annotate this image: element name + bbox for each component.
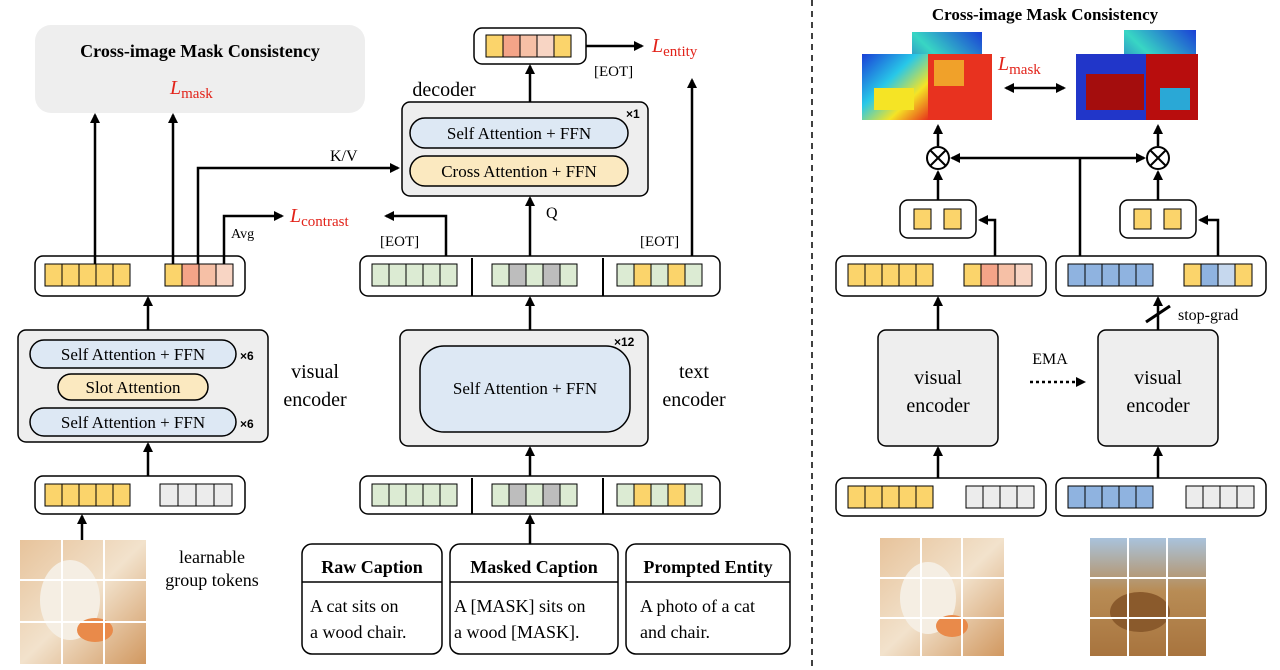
svg-text:A cat sits on: A cat sits on [310,596,399,616]
teacher-output-cells [1067,263,1253,287]
loss-contrast: Lcontrast [289,205,349,230]
eot-label-contrast: [EOT] [380,234,419,250]
decoder-output-cells [485,34,572,58]
arrow-student-group-up [978,215,997,264]
text-encoder-label-1: text [679,361,709,383]
teacher-encoder-label-2: encoder [1126,395,1190,417]
kv-label: K/V [330,148,358,165]
teacher-encoder-label-1: visual [1134,367,1182,389]
text-self-attn-label: Self Attention + FFN [453,379,597,398]
caption-masked: Masked Caption A [MASK] sits on a wood [… [449,543,619,655]
dog-image-right [1090,538,1206,656]
svg-text:A photo of a cat: A photo of a cat [640,596,755,616]
teacher-group-tokens [1119,199,1197,239]
heatmap-left [862,32,992,120]
student-output-cells [847,263,1033,287]
heatmap-right [1076,30,1198,120]
svg-text:a wood [MASK].: a wood [MASK]. [454,622,580,642]
text-repeat: ×12 [614,335,635,349]
teacher-group-cell [1163,208,1182,230]
q-label: Q [546,205,558,222]
visual-input-group-cells [159,483,233,507]
text-self-attn [419,345,631,433]
svg-text:Prompted Entity: Prompted Entity [643,557,772,577]
visual-encoder-label-left-2: encoder [283,389,347,411]
ema-label: EMA [1032,351,1068,368]
text-input-cells [371,478,703,514]
stop-grad-label: stop-grad [1178,307,1238,324]
vis-self-attn-top-label: Self Attention + FFN [61,345,205,364]
decoder-cross-attn [409,155,629,187]
visual-output-yellow-cells [44,263,131,287]
student-group-cell [913,208,932,230]
cat-image-left [20,540,146,664]
decoder-self-attn-label: Self Attention + FFN [447,124,591,143]
svg-text:Masked Caption: Masked Caption [470,557,598,577]
avg-label: Avg [231,227,254,242]
vis-self-attn-top [29,339,237,369]
text-output-cells [371,258,703,296]
cat-image-right [880,538,1004,656]
vis-repeat-bottom: ×6 [240,417,254,431]
student-group-tokens [899,199,977,239]
student-encoder-label-2: encoder [906,395,970,417]
vis-self-attn-bottom-label: Self Attention + FFN [61,413,205,432]
caption-prompted: Prompted Entity A photo of a cat and cha… [625,543,791,655]
svg-text:a wood chair.: a wood chair. [310,622,406,642]
teacher-input-cells [1067,485,1255,509]
eot-label-decoder: [EOT] [594,64,633,80]
multiply-icon-left [926,146,950,170]
loss-entity: Lentity [651,35,698,60]
svg-text:A [MASK] sits on: A [MASK] sits on [454,596,586,616]
stop-grad-mark [1145,304,1171,324]
student-encoder-label-1: visual [914,367,962,389]
svg-text:Raw Caption: Raw Caption [321,557,423,577]
decoder-repeat: ×1 [626,107,640,121]
student-group-cell [943,208,962,230]
svg-text:and chair.: and chair. [640,622,710,642]
arrow-kv [196,163,400,264]
text-encoder-label-2: encoder [662,389,726,411]
arrow-avg [222,211,284,264]
group-tokens-label-1: learnable [179,547,245,567]
caption-raw: Raw Caption A cat sits on a wood chair. [301,543,443,655]
visual-input-patch-cells [44,483,131,507]
eot-label-entity: [EOT] [640,234,679,250]
loss-mask-left: Lmask [169,77,213,102]
loss-mask-right: Lmask [997,53,1041,78]
consistency-box-left [35,25,365,113]
arrow-teacher-group-up [1198,215,1220,264]
student-input-cells [847,485,1035,509]
visual-encoder-label-left-1: visual [291,361,339,383]
vis-slot-attn [57,373,209,401]
vis-repeat-top: ×6 [240,349,254,363]
decoder-self-attn [409,117,629,149]
decoder-label: decoder [412,79,476,101]
vis-self-attn-bottom [29,407,237,437]
multiply-icon-right [1146,146,1170,170]
group-tokens-label-2: group tokens [165,570,259,590]
decoder-cross-attn-label: Cross Attention + FFN [441,162,597,181]
visual-output-group-cells [164,263,234,287]
vis-slot-attn-label: Slot Attention [86,378,181,397]
consistency-title-right: Cross-image Mask Consistency [932,5,1159,24]
consistency-title-left: Cross-image Mask Consistency [80,41,320,61]
teacher-group-cell [1133,208,1152,230]
arrow-eot-contrast [384,211,448,264]
